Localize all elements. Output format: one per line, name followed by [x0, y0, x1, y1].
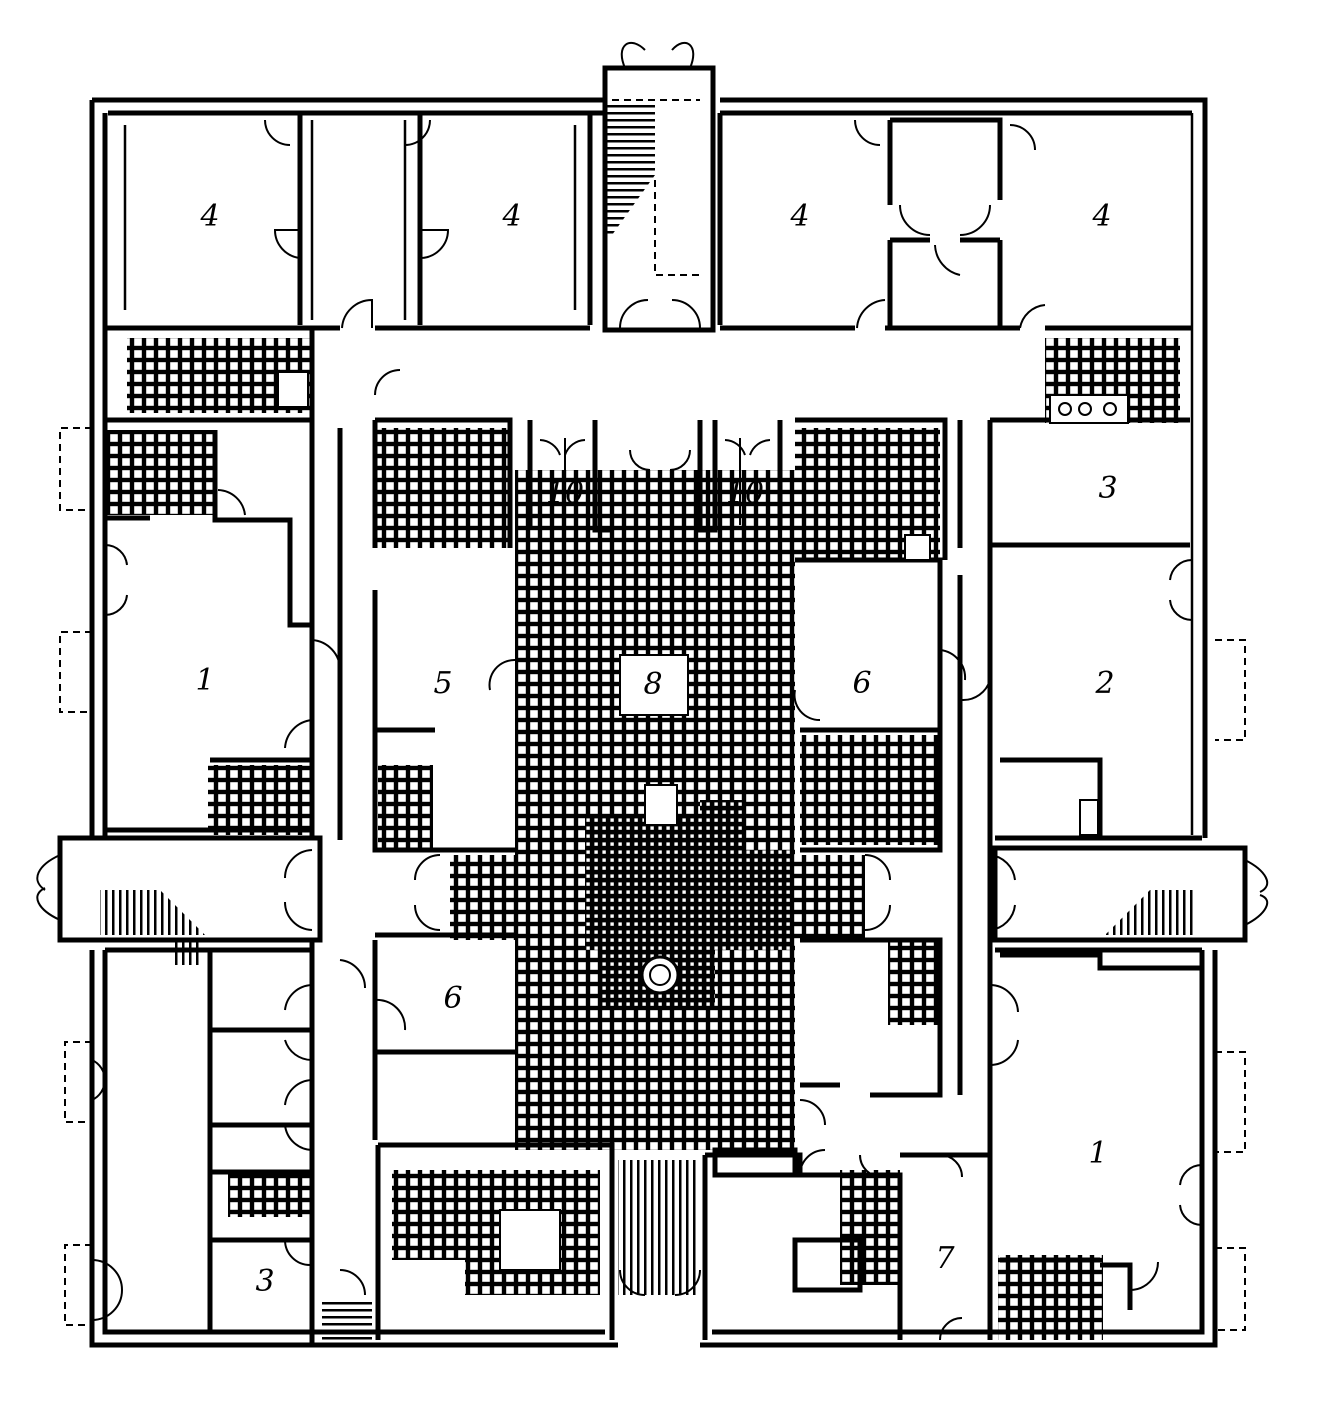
room-label-6-east: 6: [852, 666, 871, 701]
room-label-4-a: 4: [199, 199, 219, 234]
courtyard-arm-west: [450, 855, 520, 940]
tiled-areas: [105, 338, 1180, 1340]
room-label-4-b: 4: [501, 199, 521, 234]
room-label-3-south: 3: [255, 1264, 274, 1299]
courtyard-entry-north: [612, 470, 700, 540]
room-label-5: 5: [433, 666, 452, 701]
side-entrances: [36, 835, 1269, 943]
room-label-8: 8: [643, 667, 662, 702]
fixtures: [277, 371, 1129, 995]
room-labels: 4 4 4 4 3 10 10 1 5 8 6 2 6 1 3 7: [195, 199, 1117, 1299]
room-label-6-west: 6: [443, 981, 462, 1016]
room-label-1-west: 1: [195, 663, 214, 698]
room-label-4-d: 4: [1091, 199, 1111, 234]
exterior-walls: [89, 97, 1218, 1348]
courtyard-dense-zone: [585, 800, 790, 1010]
courtyard-arm-east: [790, 855, 865, 940]
room-label-10-b: 10: [726, 476, 764, 511]
dashed-bays: [59, 427, 1246, 1331]
room-label-7: 7: [935, 1241, 955, 1276]
room-8-label-box: [619, 654, 689, 716]
room-label-3-north: 3: [1098, 471, 1117, 506]
room-label-10-a: 10: [546, 476, 584, 511]
interior-walls: [105, 113, 1202, 1345]
door-swings: [91, 119, 1203, 1341]
stairs: [100, 105, 1195, 1340]
room-label-4-c: 4: [789, 199, 809, 234]
north-entrance: [602, 41, 716, 333]
room-label-1-east: 1: [1088, 1136, 1107, 1171]
room-label-2: 2: [1094, 666, 1114, 701]
